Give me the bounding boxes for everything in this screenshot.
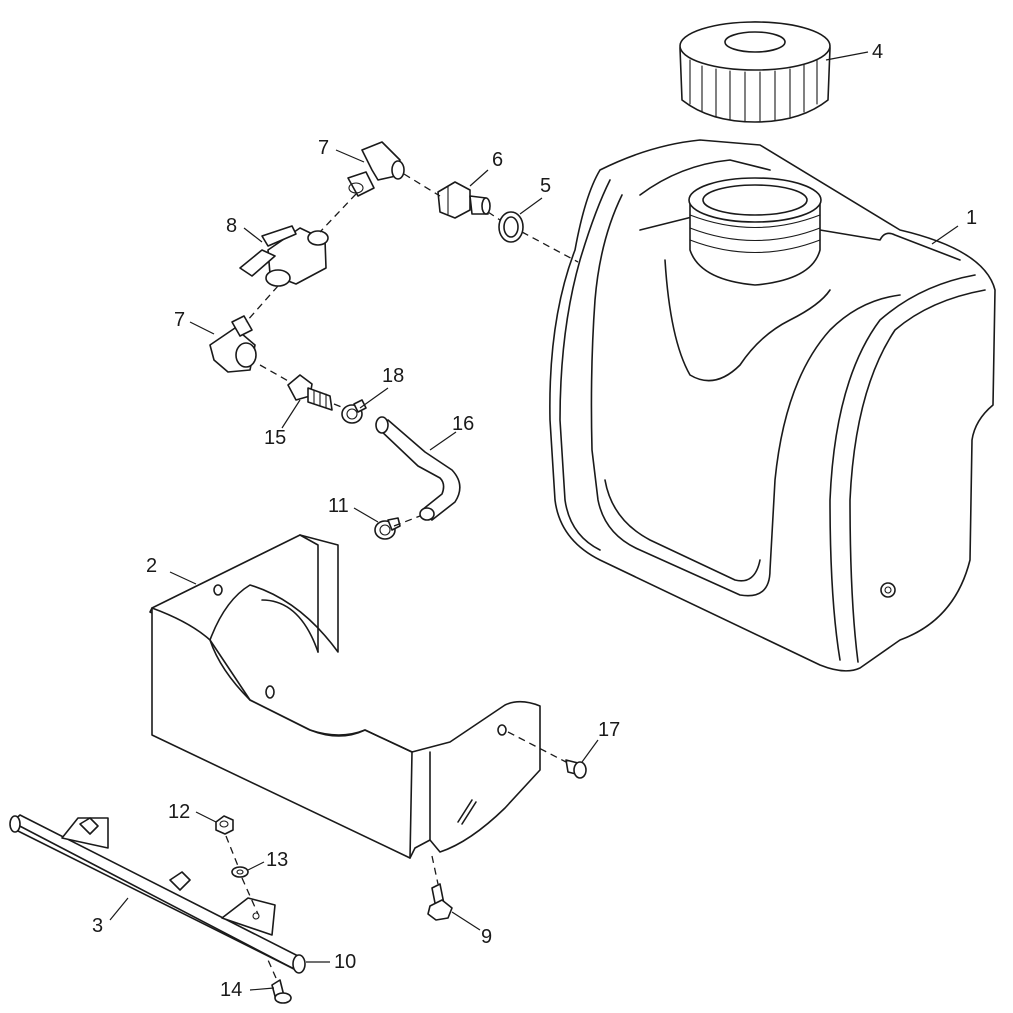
leader-lines (109, 51, 959, 991)
nut-12 (215, 815, 234, 835)
mounting-rail (9, 814, 306, 974)
callout-16: 16 (452, 413, 474, 435)
callout-1: 1 (966, 207, 977, 229)
callout-18: 18 (382, 365, 404, 387)
callout-6: 6 (492, 149, 503, 171)
callout-5: 5 (540, 175, 551, 197)
assembly-lines (225, 173, 579, 979)
hose-barb (287, 374, 333, 411)
bolt-9 (427, 883, 453, 921)
callout-15: 15 (264, 427, 286, 449)
hose-clamp-11 (374, 517, 401, 540)
callout-13: 13 (266, 849, 288, 871)
washer-13 (231, 866, 249, 878)
hose-clamp-18 (341, 399, 367, 424)
callout-9: 9 (481, 926, 492, 948)
callout-17: 17 (598, 719, 620, 741)
callout-8: 8 (226, 215, 237, 237)
screw-17 (565, 759, 587, 779)
callout-14: 14 (220, 979, 242, 1001)
callout-2: 2 (146, 555, 157, 577)
elbow-fitting-lower (209, 315, 257, 373)
tank-body (549, 139, 996, 672)
bulkhead-adapter (437, 181, 491, 219)
callout-10: 10 (334, 951, 356, 973)
callout-7-lower: 7 (174, 309, 185, 331)
hose (375, 416, 461, 521)
ball-valve (239, 225, 329, 287)
callout-7-upper: 7 (318, 137, 329, 159)
tank-bracket (149, 534, 541, 859)
callout-12: 12 (168, 801, 190, 823)
callout-4: 4 (872, 41, 883, 63)
seal-washer (498, 211, 524, 243)
callout-3: 3 (92, 915, 103, 937)
elbow-fitting-upper (347, 141, 405, 197)
tank-cap (679, 21, 831, 123)
callout-11: 11 (328, 495, 349, 517)
callouts: 1 2 3 4 5 6 7 7 8 9 10 11 12 13 14 15 16… (92, 41, 977, 1001)
bolt-14 (271, 979, 292, 1004)
